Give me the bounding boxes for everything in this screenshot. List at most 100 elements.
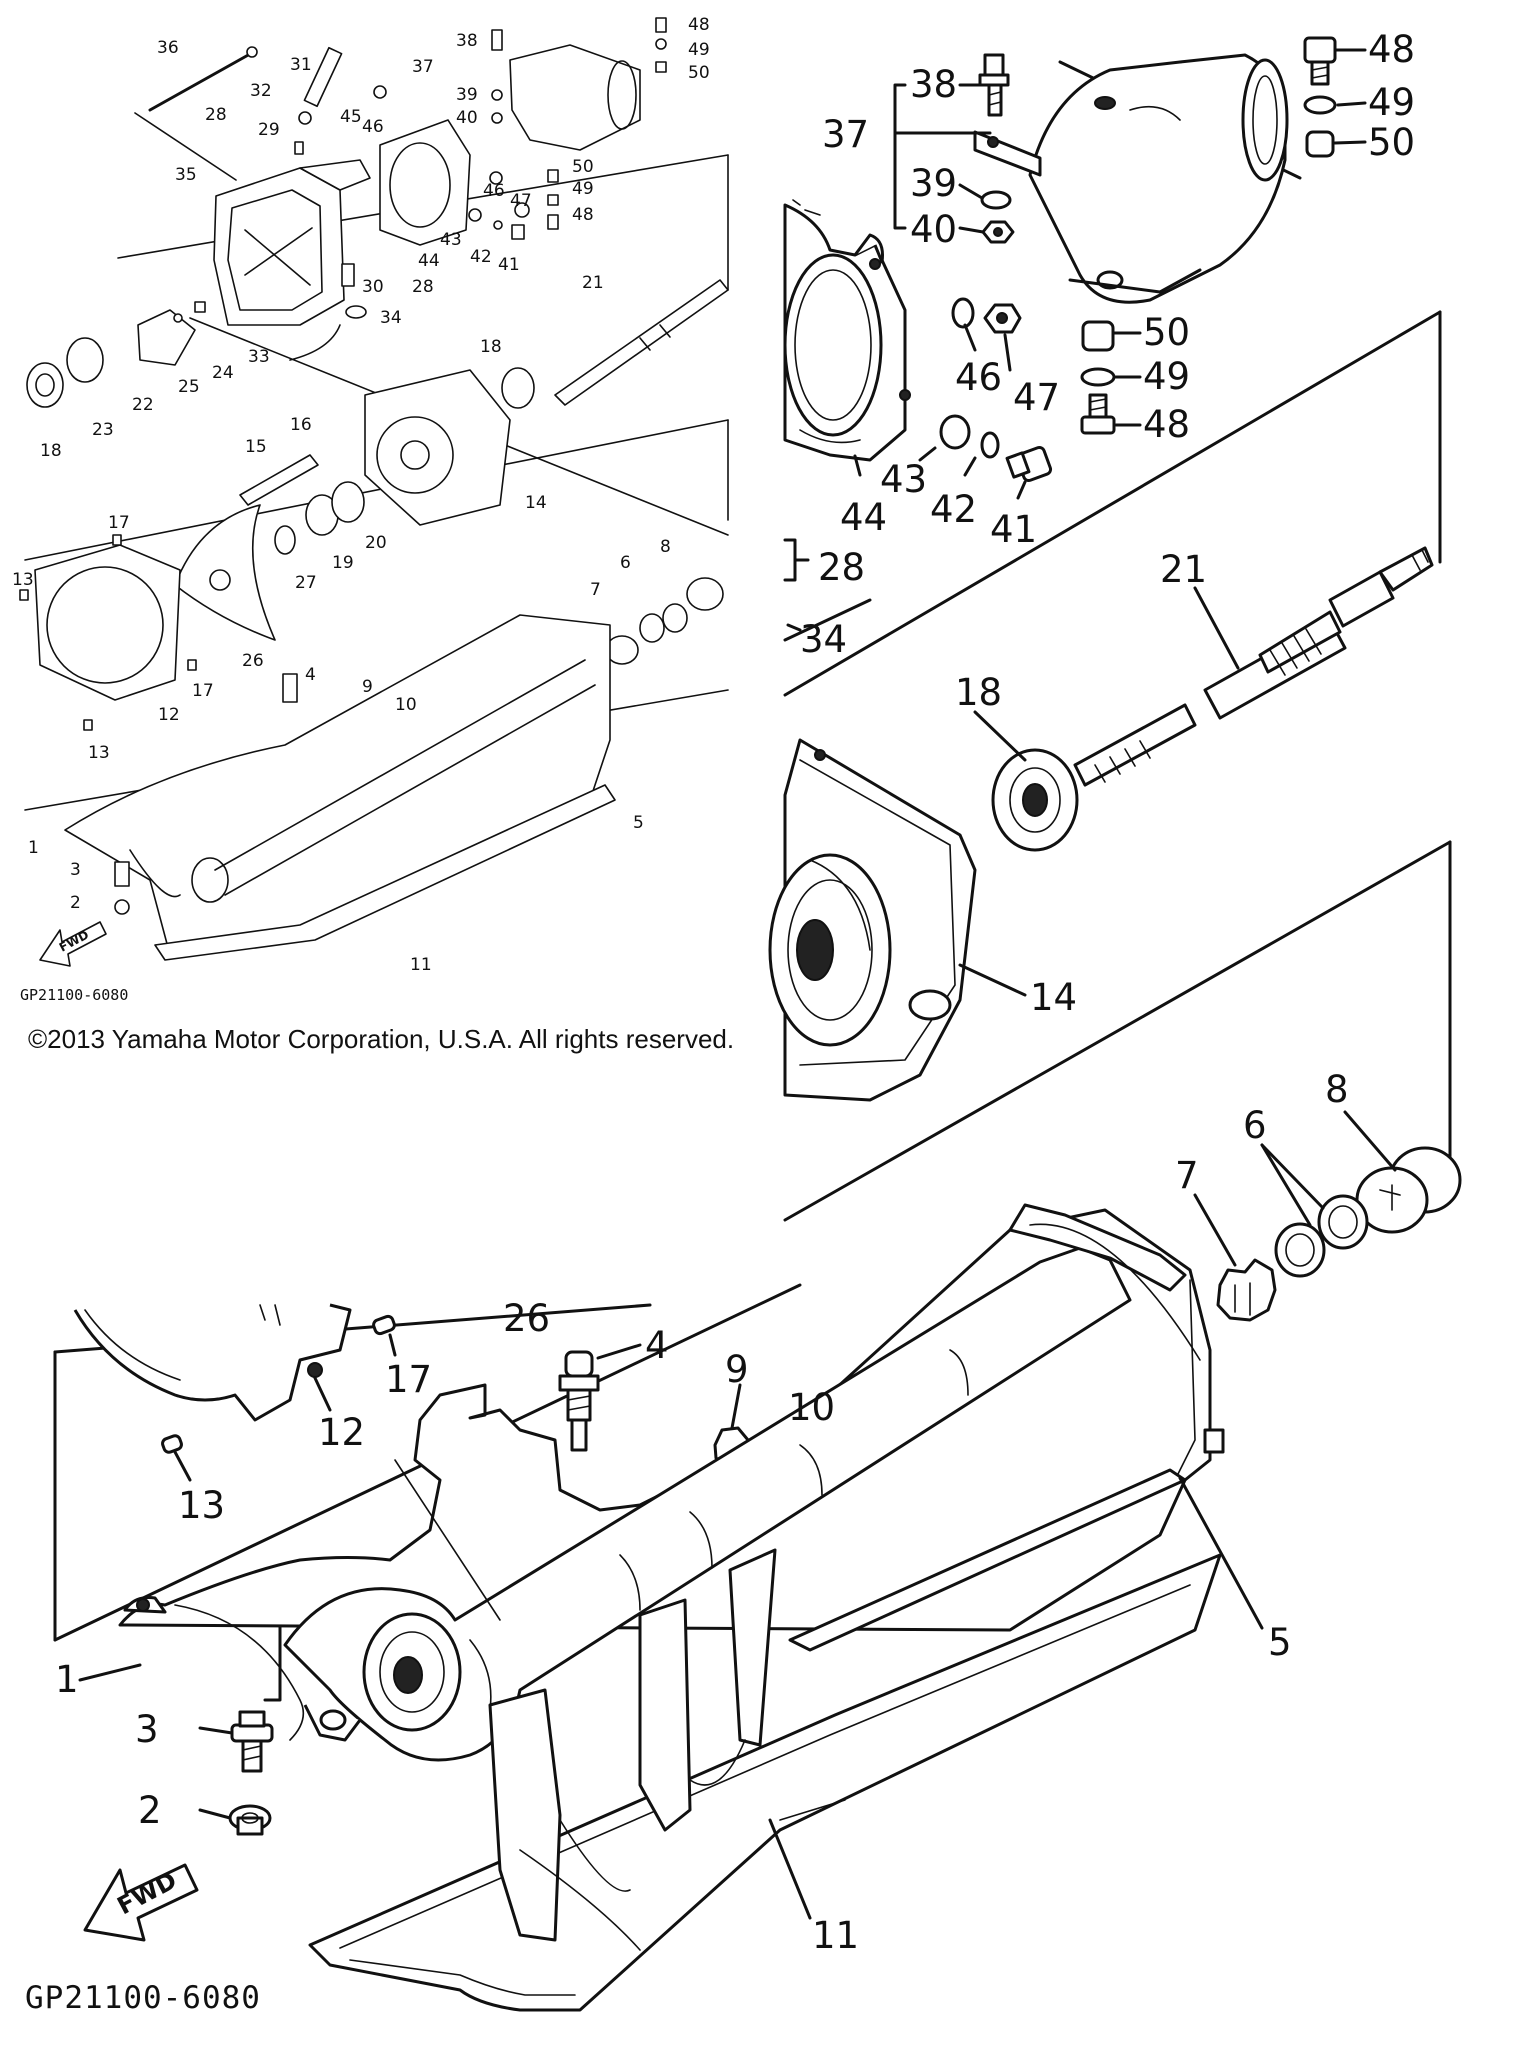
ov-label-43: 43 [440, 230, 462, 250]
drive-shaft-part-21 [501, 279, 729, 409]
zt-label-49-lower: 49 [1143, 355, 1190, 398]
ov-label-13b: 13 [88, 743, 110, 763]
ov-label-2: 2 [70, 893, 81, 913]
zb-label-17: 17 [385, 1358, 432, 1401]
nut-part-47-zoom [983, 303, 1022, 334]
overview-diagram: FWD GP21100-6080 36 31 32 29 28 35 45 46… [12, 15, 729, 1004]
ov-label-11: 11 [410, 955, 432, 975]
fwd-arrow-icon: FWD [83, 1863, 199, 1942]
zt-label-42: 42 [930, 488, 977, 531]
coupler-part-7-zoom [1216, 1258, 1277, 1322]
leader-4-zoom [596, 1343, 642, 1360]
ov-label-47: 47 [510, 191, 532, 211]
seal-part-6b [662, 603, 688, 633]
bearing-part-18-zoom [991, 748, 1079, 852]
ov-label-32: 32 [250, 81, 272, 101]
impeller-part-26 [174, 504, 276, 641]
zb-label-1: 1 [55, 1658, 79, 1701]
ov-label-26: 26 [242, 651, 264, 671]
washer-part-27 [274, 525, 296, 555]
leader-21 [1193, 586, 1240, 670]
ov-label-4: 4 [305, 665, 316, 685]
ov-label-23: 23 [92, 420, 114, 440]
pin-part-17-zoom [372, 1314, 396, 1336]
cap-assembly-22-23-18 [26, 301, 206, 408]
steering-nozzle-part-44-zoom [783, 203, 911, 462]
zb-label-5: 5 [1268, 1621, 1292, 1664]
zt-label-21: 21 [1160, 548, 1207, 591]
leader-34-zoom [786, 623, 802, 632]
leader-41 [1016, 480, 1027, 500]
ov-label-5: 5 [633, 813, 644, 833]
ov-label-7: 7 [590, 580, 601, 600]
ov-label-31: 31 [290, 55, 312, 75]
zoom-top-section-line-2 [783, 310, 1442, 697]
intake-housing-part-1-5-11 [64, 614, 616, 961]
pin-part-13a [19, 589, 29, 601]
reverse-bucket-part-37-zoom [1028, 53, 1289, 304]
ov-label-29: 29 [258, 120, 280, 140]
ov-label-18b: 18 [480, 337, 502, 357]
zt-label-50-lower: 50 [1143, 311, 1190, 354]
leader-12-zoom [313, 1376, 332, 1412]
zb-label-12: 12 [318, 1411, 365, 1454]
washer-part-42-zoom [980, 431, 1000, 459]
hose-part-33 [289, 324, 341, 361]
zt-label-47: 47 [1013, 376, 1060, 419]
ov-label-39: 39 [456, 85, 478, 105]
leader-17-zoom [388, 1333, 397, 1357]
leader-7 [1193, 1193, 1237, 1267]
overview-small-hardware [294, 17, 667, 240]
zt-label-38: 38 [910, 63, 957, 106]
zt-label-6: 6 [1243, 1104, 1267, 1147]
leader-42 [963, 456, 977, 477]
ov-label-44: 44 [418, 251, 440, 271]
sensor-part-4 [282, 673, 298, 703]
leader-44 [853, 454, 862, 477]
zoom-top-right-diagram: 38 37 39 40 48 49 50 46 47 50 49 48 43 4… [768, 28, 1462, 1322]
ov-label-34: 34 [380, 308, 402, 328]
leader-8 [1343, 1110, 1397, 1172]
ov-label-46: 46 [362, 117, 384, 137]
shaft-part-15 [239, 454, 319, 506]
ov-label-16: 16 [290, 415, 312, 435]
collar-part-2 [114, 899, 130, 915]
ov-label-8: 8 [660, 537, 671, 557]
zoom-bottom-labels: 26 17 4 12 9 10 13 1 5 3 2 11 [55, 1297, 1292, 1957]
ov-label-25: 25 [178, 377, 200, 397]
duct-part-12 [34, 544, 181, 701]
drive-shaft-part-21-zoom [1073, 546, 1434, 787]
pin-part-17b [187, 659, 197, 671]
overview-diagram-code: GP21100-6080 [20, 986, 128, 1004]
ov-label-12: 12 [158, 705, 180, 725]
bolt-part-48-top [1303, 36, 1337, 86]
ov-label-33: 33 [248, 347, 270, 367]
leader-39 [958, 183, 984, 200]
zoom-top-section-line-6 [783, 598, 872, 642]
zt-label-34: 34 [800, 618, 847, 661]
pipe-part-31 [303, 46, 343, 108]
sensor-part-4-zoom [558, 1350, 600, 1452]
leader-13-zoom [173, 1450, 192, 1482]
washer-part-46-zoom [951, 297, 975, 329]
leader-47 [1003, 333, 1012, 372]
ov-label-15: 15 [245, 437, 267, 457]
gasket-part-5-zoom [788, 1468, 1187, 1652]
ov-label-9: 9 [362, 677, 373, 697]
leader-3-zoom [198, 1726, 234, 1735]
duct-part-12-zoom [73, 1303, 352, 1422]
collar-part-50-top [1305, 130, 1335, 158]
reverse-bucket-part-37 [509, 44, 641, 151]
bolt-part-41-zoom [1005, 445, 1053, 483]
zt-label-14: 14 [1030, 976, 1077, 1019]
bracket-37-leader [893, 83, 907, 230]
ov-label-21: 21 [582, 273, 604, 293]
ov-label-35: 35 [175, 165, 197, 185]
seal-part-6b-zoom [1274, 1222, 1326, 1278]
leader-11-zoom [768, 1818, 812, 1920]
collar-part-43-zoom [939, 414, 971, 450]
cap-part-8-zoom [1355, 1146, 1462, 1234]
seal-part-6a [639, 613, 665, 643]
zoom-top-section-line-4 [783, 840, 1452, 1222]
